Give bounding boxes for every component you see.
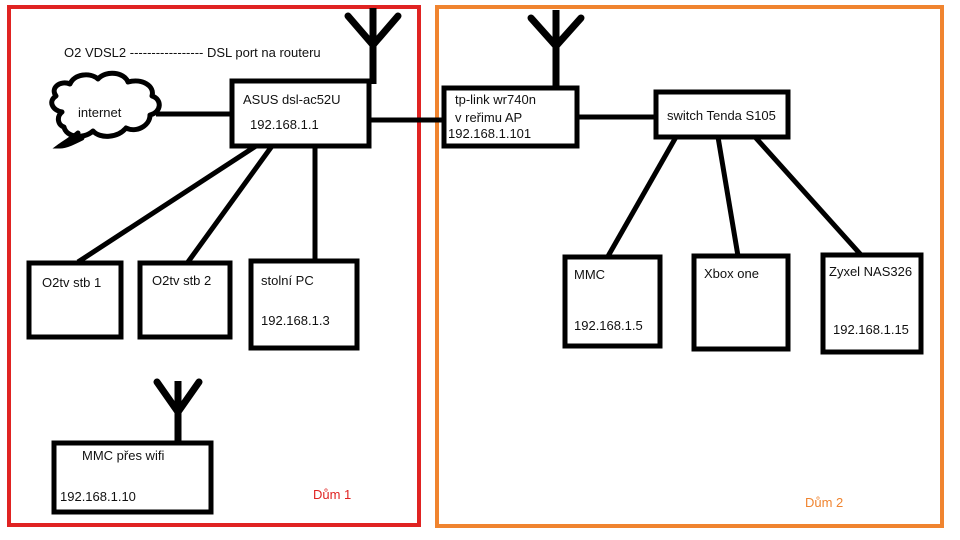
stolni-pc-ip: 192.168.1.3	[261, 313, 330, 328]
link-switch-mmc	[604, 135, 679, 260]
node-box-switch-tenda[interactable]	[653, 89, 791, 140]
link-asus-o2tv2	[185, 144, 275, 264]
antenna-icon-tplink	[527, 10, 585, 88]
tplink-ap-ip: 192.168.1.101	[448, 126, 532, 141]
antenna-icon-asus	[344, 8, 402, 84]
node-box-o2tv-stb-1[interactable]	[26, 260, 124, 340]
zyxel-nas-ip: 192.168.1.15	[833, 322, 909, 337]
link-switch-nas	[753, 135, 864, 258]
internet-cloud-label: internet	[78, 105, 122, 120]
node-box-asus-router[interactable]	[229, 78, 372, 149]
node-box-stolni-pc[interactable]	[248, 258, 360, 351]
node-box-zyxel-nas[interactable]	[820, 252, 924, 355]
node-box-xbox-one[interactable]	[691, 253, 791, 352]
link-asus-o2tv1	[76, 143, 258, 265]
node-box-tplink-ap[interactable]	[441, 85, 580, 149]
zone-dum2-border	[435, 5, 944, 528]
zone-label-dum2: Dům 2	[805, 495, 844, 510]
internet-cloud-icon	[49, 70, 162, 149]
node-box-mmc-wifi[interactable]	[51, 440, 214, 515]
zone-dum1-border	[7, 5, 421, 527]
wan-annotation-text: O2 VDSL2 ----------------- DSL port na r…	[64, 45, 321, 60]
mmc-ip: 192.168.1.5	[574, 318, 643, 333]
antenna-icon-mmc-wifi	[153, 378, 203, 444]
asus-router-ip: 192.168.1.1	[250, 117, 319, 132]
node-box-mmc[interactable]	[562, 254, 663, 349]
mmc-wifi-ip: 192.168.1.10	[60, 489, 136, 504]
zone-label-dum1: Dům 1	[313, 487, 352, 502]
link-switch-xbox	[715, 136, 741, 257]
node-box-o2tv-stb-2[interactable]	[137, 260, 233, 340]
